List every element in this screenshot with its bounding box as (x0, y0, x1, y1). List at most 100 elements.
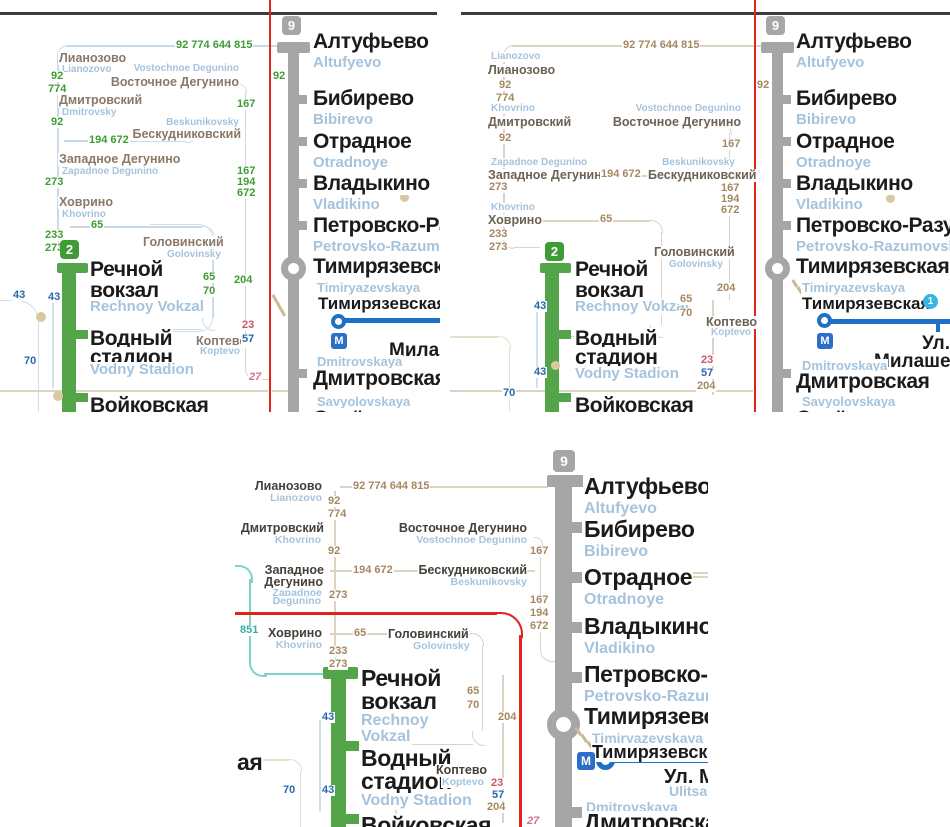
station-rechnoy-1: Речной (360, 665, 443, 691)
bus-194-672: 194 672 (600, 168, 642, 181)
station-tick (559, 393, 571, 402)
poi-dot (400, 193, 409, 202)
connector-h27 (256, 378, 270, 380)
station-tick (780, 137, 791, 146)
connector-corner (539, 643, 557, 662)
bus-57: 57 (700, 367, 715, 380)
station-tick (780, 95, 791, 104)
station-vodny-1: Водный (360, 745, 453, 771)
monorail-station-ulitsa: Ул. (921, 333, 950, 354)
translit-petrovsko: Petrovsko-Razumovskaya (312, 239, 440, 255)
monorail-m-badge: M (331, 333, 347, 349)
line-2 (62, 264, 76, 412)
rail-golovinsky-translit: Golovinsky (166, 249, 222, 261)
bus-43a: 43 (533, 300, 548, 313)
line-2 (331, 668, 346, 827)
translit-rechnoy: Rechnoy Vokzal (574, 298, 690, 315)
line-9 (772, 42, 783, 412)
translit-vodny: Vodny Stadion (89, 361, 195, 378)
station-cut-left: ая (236, 749, 264, 775)
rail-vost-degunino: Восточное Дегунино (397, 521, 528, 535)
station-savyolovskaya: Савёловская (795, 408, 929, 412)
bus-23: 23 (241, 319, 256, 332)
planned-line-horizontal (264, 672, 323, 675)
bus-273a: 273 (488, 181, 509, 194)
bus-167a: 167 (236, 98, 257, 111)
bus-273b: 273 (44, 242, 65, 255)
bus-27: 27 (248, 371, 263, 384)
bus-92-line9: 92 (756, 79, 771, 92)
bus-194: 194 (720, 193, 741, 206)
bus-70a: 70 (202, 285, 217, 298)
bus-167a: 167 (529, 545, 550, 558)
translit-altufyevo: Altufyevo (312, 54, 383, 71)
monorail-station-dot (816, 313, 832, 328)
bus-233: 233 (488, 228, 509, 241)
translit-timiryazevskaya: Timiryazevskaya (591, 730, 705, 746)
bus-70a: 70 (466, 699, 481, 712)
planned-line-vertical (248, 579, 251, 659)
connector-top (66, 45, 277, 47)
poi-dot (53, 391, 63, 401)
railway-line (272, 390, 288, 392)
bus-194: 194 (529, 607, 550, 620)
bus-57: 57 (491, 789, 506, 802)
bus-672: 672 (529, 620, 550, 633)
station-vladykino: Владыкино (312, 172, 431, 195)
connector-hook (534, 537, 543, 546)
station-tick (780, 221, 791, 230)
rail-dmitrovsky: Дмитровский (58, 93, 144, 107)
monorail-station-dot (330, 314, 346, 329)
station-savyolovskaya: Савёловская (312, 408, 440, 412)
bus-65a: 65 (353, 627, 368, 640)
rail-beskudnikovsky-translit: Beskunikovsky (661, 157, 736, 169)
translit-otradnoye: Otradnoye (583, 591, 666, 609)
bus-233: 233 (328, 645, 349, 658)
station-bibirevo: Бибирево (795, 87, 898, 110)
bus-273a: 273 (44, 176, 65, 189)
monorail-translit-ulitsa: Ulitsa Milashenkova (668, 784, 708, 799)
rail-khovrino-translit: Khovrino (61, 209, 107, 221)
station-dmitrovskaya: Дмитровская (583, 810, 708, 827)
bus-204: 204 (233, 274, 254, 287)
station-tick (296, 137, 307, 146)
connector-hook (238, 84, 247, 93)
planned-line-curve (235, 565, 253, 583)
monorail-station-timiryazevskaya: Тимирязевская (801, 294, 932, 313)
rail-koptevo: Коптево (434, 763, 488, 777)
rail-beskudnikovsky: Бескудниковский (131, 127, 242, 141)
red-boundary-v (519, 635, 522, 827)
rail-lianozovo-translit: Lianozovo (61, 64, 113, 76)
line9-badge: 9 (553, 450, 575, 472)
bus-70a: 70 (679, 307, 694, 320)
station-vladykino: Владыкино (795, 172, 914, 195)
station-tick (296, 179, 307, 188)
top-border-line (461, 12, 950, 15)
monorail-station-ulitsa: Ул. Милашенкова (663, 767, 708, 788)
bus-row-top: 92 774 644 815 (175, 39, 254, 52)
translit-vodny: Vodny Stadion (574, 365, 680, 382)
monorail-station-timiryazevskaya: Тимирязевская (591, 743, 708, 762)
bus-65b: 65 (679, 293, 694, 306)
bus-194: 194 (236, 176, 257, 189)
rail-khovrino-translit: Khovrino (490, 202, 536, 214)
line-9-terminal-cap (277, 42, 310, 53)
station-vladykino: Владыкино (583, 614, 708, 639)
connector-vertical-right (539, 545, 541, 643)
rail-zap-degunino-translit-1: Zapadnoe (271, 587, 323, 599)
rail-dmitrovsky-translit: Khovrino (273, 534, 322, 546)
station-timiryazevskaya: Тимирязевская (583, 704, 708, 729)
line2-badge: 2 (60, 240, 79, 259)
line9-badge: 9 (282, 16, 301, 35)
bus-273a: 273 (328, 589, 349, 602)
station-altufyevo: Алтуфьево (312, 30, 430, 53)
station-petrovsko: Петровско-Разумовская (583, 662, 708, 687)
rail-khovrino: Ховрино (487, 213, 543, 227)
rail-lianozovo-translit: Lianozovo (269, 492, 323, 504)
bus-273b: 273 (328, 658, 349, 671)
rail-beskudnikovsky: Бескудниковский (417, 563, 528, 577)
connector-vertical-right (728, 133, 730, 300)
rail-golovinsky-translit: Golovinsky (412, 640, 471, 652)
line-2 (545, 264, 559, 412)
